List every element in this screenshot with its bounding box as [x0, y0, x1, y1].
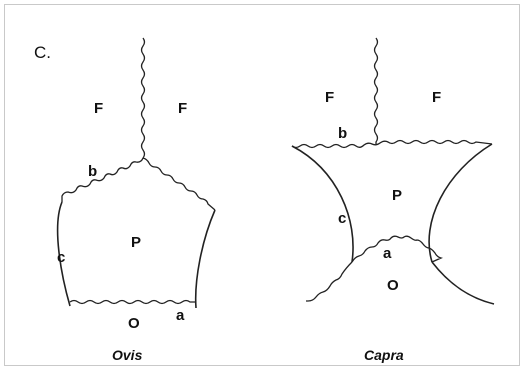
ovis-caption: Ovis	[112, 347, 143, 363]
panel-label: C.	[34, 43, 51, 62]
capra-label-o: O	[387, 277, 399, 294]
capra-suture-b	[292, 141, 492, 148]
capra-edge-c-left	[292, 146, 353, 262]
ovis-suture-a	[70, 301, 196, 304]
ovis-label-f-left: F	[94, 100, 103, 117]
capra-label-p: P	[392, 187, 402, 204]
ovis-diagram: F F b c P O a Ovis	[57, 38, 215, 363]
ovis-suture-b-left	[62, 158, 143, 202]
ovis-label-a: a	[176, 307, 185, 324]
ovis-label-o: O	[128, 315, 140, 332]
ovis-frontal-suture	[142, 38, 145, 158]
capra-label-b: b	[338, 125, 347, 142]
capra-label-f-left: F	[325, 89, 334, 106]
capra-frontal-suture	[375, 38, 378, 144]
capra-suture-a	[352, 236, 441, 262]
ovis-edge-right	[196, 210, 215, 308]
capra-label-a: a	[383, 245, 392, 262]
capra-diagram: F F b c P a O Capra	[292, 38, 494, 363]
ovis-label-b: b	[88, 163, 97, 180]
capra-label-c: c	[338, 210, 346, 227]
capra-o-left	[306, 262, 352, 301]
capra-caption: Capra	[364, 347, 404, 363]
capra-label-f-right: F	[432, 89, 441, 106]
ovis-label-f-right: F	[178, 100, 187, 117]
capra-edge-right	[429, 144, 492, 262]
capra-o-right	[432, 262, 494, 304]
ovis-label-c: c	[57, 249, 65, 266]
ovis-label-p: P	[131, 234, 141, 251]
ovis-suture-b-right	[143, 158, 215, 210]
